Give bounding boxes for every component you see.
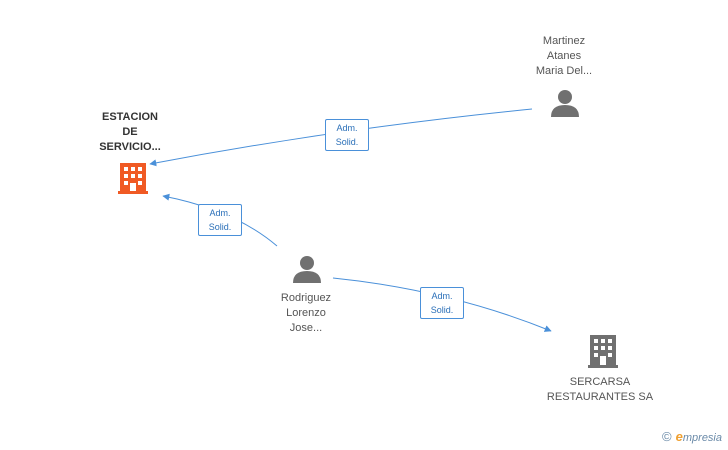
- edge-label-line: Adm.: [336, 123, 358, 133]
- label-line: ESTACION: [101, 111, 159, 123]
- edge-label-line: Adm.: [209, 208, 231, 218]
- brand-initial: e: [675, 429, 683, 444]
- label-line: RESTAURANTES SA: [546, 391, 654, 403]
- person-icon[interactable]: [551, 90, 579, 117]
- label-line: Rodriguez: [280, 292, 332, 304]
- node-label-martinez[interactable]: Martinez Atanes Maria Del...: [522, 34, 606, 79]
- brand-wordmark: empresia: [676, 429, 722, 444]
- copyright-symbol: ©: [662, 429, 672, 444]
- person-icon[interactable]: [293, 256, 321, 283]
- building-icon[interactable]: [118, 163, 148, 194]
- brand-logo[interactable]: © empresia: [662, 429, 722, 444]
- node-label-rodriguez[interactable]: Rodriguez Lorenzo Jose...: [264, 291, 348, 336]
- edge-label-rodriguez-estacion[interactable]: Adm. Solid.: [198, 204, 242, 236]
- label-line: Martinez: [542, 35, 586, 47]
- label-line: Jose...: [289, 322, 323, 334]
- node-label-estacion[interactable]: ESTACION DE SERVICIO...: [90, 110, 170, 155]
- edge-label-line: Solid.: [430, 305, 454, 315]
- edge-label-line: Adm.: [431, 291, 453, 301]
- edge-label-rodriguez-sercarsa[interactable]: Adm. Solid.: [420, 287, 464, 319]
- label-line: Atanes: [546, 50, 582, 62]
- label-line: DE: [122, 126, 138, 138]
- label-line: SERVICIO...: [99, 141, 161, 153]
- edge-label-martinez-estacion[interactable]: Adm. Solid.: [325, 119, 369, 151]
- label-line: Maria Del...: [535, 65, 593, 77]
- label-line: Lorenzo: [286, 307, 326, 319]
- edge-label-line: Solid.: [208, 222, 232, 232]
- node-label-sercarsa[interactable]: SERCARSA RESTAURANTES SA: [540, 375, 660, 405]
- brand-name: mpresia: [682, 432, 722, 444]
- building-icon[interactable]: [588, 335, 618, 368]
- edge-label-line: Solid.: [335, 137, 359, 147]
- label-line: SERCARSA: [569, 376, 631, 388]
